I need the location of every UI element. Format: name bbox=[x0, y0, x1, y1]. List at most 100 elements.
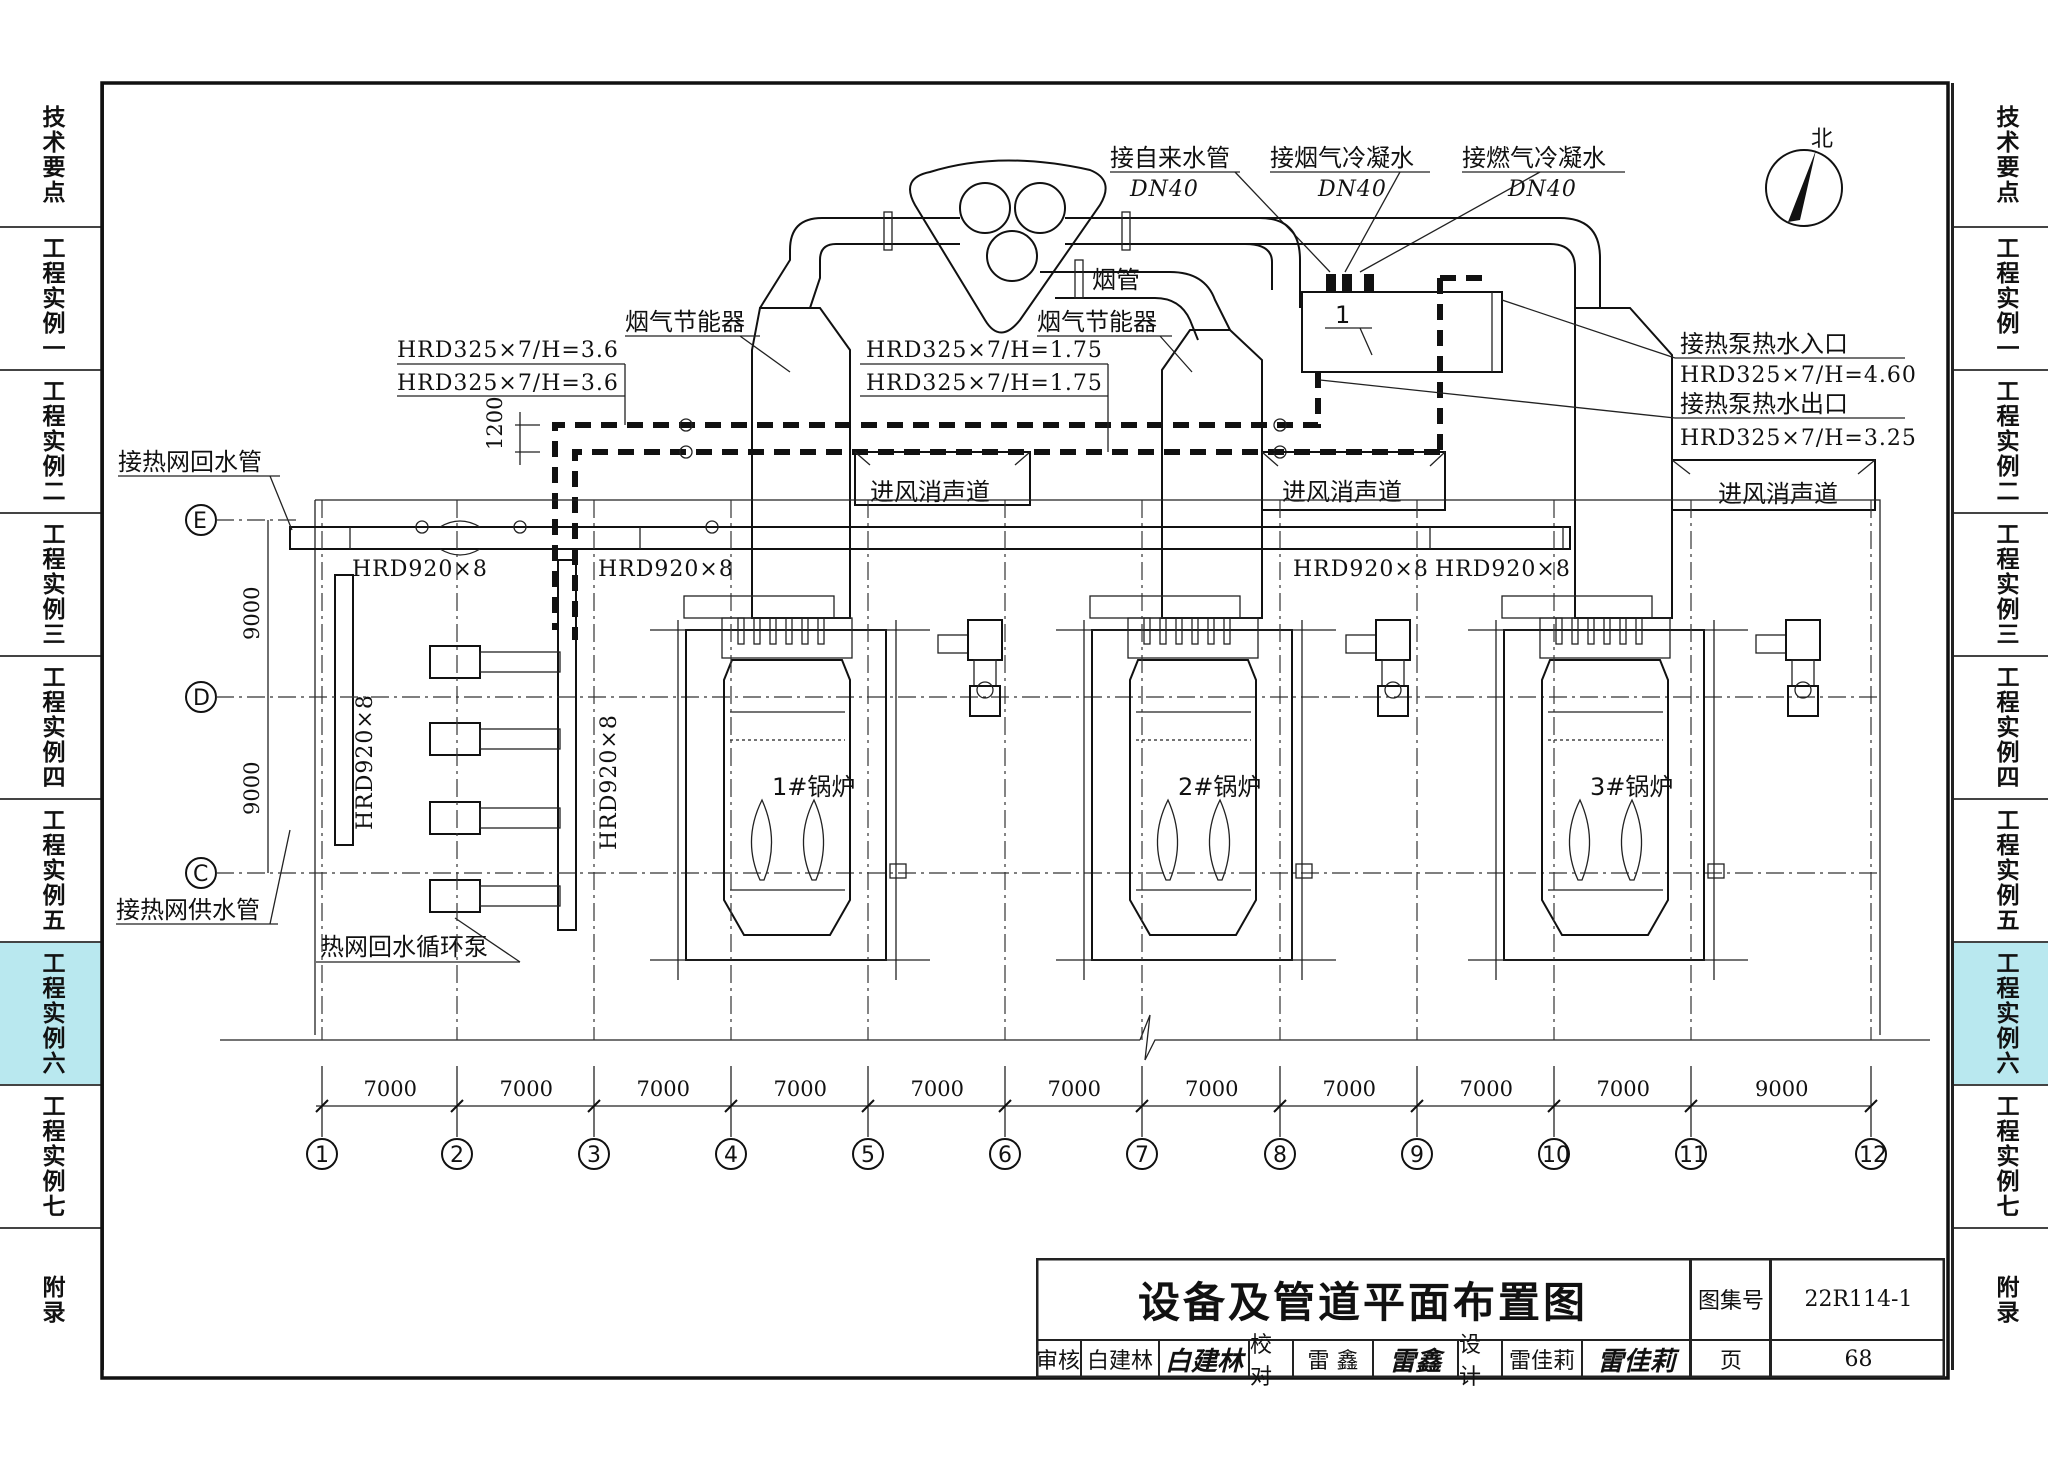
tab-label: 附录 bbox=[38, 1274, 64, 1325]
reviewer-name: 白建林 bbox=[1080, 1340, 1158, 1378]
boiler-label-3: 3#锅炉 bbox=[1590, 773, 1673, 801]
tab-left-7[interactable]: 工程实例六 bbox=[0, 941, 101, 1084]
label-pumps: 热网回水循环泵 bbox=[320, 933, 488, 961]
tab-label: 工程实例四 bbox=[1992, 665, 2018, 790]
dim-col-3: 7000 bbox=[637, 1077, 690, 1101]
page-number: 68 bbox=[1770, 1340, 1945, 1378]
label-water-pipe: 接自来水管 bbox=[1110, 144, 1230, 172]
boiler-1: 1#锅炉 bbox=[650, 595, 930, 980]
tab-label: 技术要点 bbox=[38, 104, 64, 205]
label-supply-main: 接热网供水管 bbox=[116, 896, 260, 924]
axis-row-E: E bbox=[193, 509, 207, 534]
axis-row-C: C bbox=[193, 862, 208, 887]
tab-right-5[interactable]: 工程实例四 bbox=[1954, 655, 2048, 798]
label-flue-condensate: 接烟气冷凝水 bbox=[1270, 144, 1414, 172]
spec-main-3: HRD920×8 bbox=[1293, 557, 1429, 582]
review-label: 审核 bbox=[1036, 1349, 1081, 1374]
design-label: 设计 bbox=[1457, 1333, 1501, 1390]
label-intake-2: 进风消声道 bbox=[1282, 478, 1402, 506]
spec-main-2: HRD920×8 bbox=[598, 557, 734, 582]
label-hp-outlet: 接热泵热水出口 bbox=[1680, 390, 1848, 418]
dim-col-10: 7000 bbox=[1597, 1077, 1650, 1101]
tab-right-6[interactable]: 工程实例五 bbox=[1954, 798, 2048, 941]
tab-left-8[interactable]: 工程实例七 bbox=[0, 1084, 101, 1227]
dim-col-11: 9000 bbox=[1755, 1077, 1808, 1101]
designer-name: 雷佳莉 bbox=[1501, 1340, 1581, 1378]
tab-right-7[interactable]: 工程实例六 bbox=[1954, 941, 2048, 1084]
circulation-pumps bbox=[429, 645, 561, 913]
title-block: 设备及管道平面布置图 图集号 22R114-1 审核 白建林 白建林 校对 雷 … bbox=[1036, 1258, 1945, 1390]
tab-label: 技术要点 bbox=[1992, 104, 2018, 205]
dim-col-8: 7000 bbox=[1323, 1077, 1376, 1101]
boiler-2: 2#锅炉 bbox=[1056, 595, 1336, 980]
checker-name: 雷 鑫 bbox=[1292, 1340, 1372, 1378]
chapter-tabs-left: 技术要点工程实例一工程实例二工程实例三工程实例四工程实例五工程实例六工程实例七附… bbox=[0, 83, 104, 1370]
boilers: 1#锅炉 2#锅炉 3#锅炉 bbox=[650, 595, 1748, 980]
page-label: 页 bbox=[1690, 1340, 1770, 1378]
boiler-label-2: 2#锅炉 bbox=[1178, 773, 1261, 801]
tab-label: 附录 bbox=[1992, 1274, 2018, 1325]
tab-left-6[interactable]: 工程实例五 bbox=[0, 798, 101, 941]
tab-label: 工程实例六 bbox=[38, 951, 64, 1076]
tab-right-2[interactable]: 工程实例一 bbox=[1954, 226, 2048, 369]
tab-left-5[interactable]: 工程实例四 bbox=[0, 655, 101, 798]
dim-col-7: 7000 bbox=[1185, 1077, 1238, 1101]
label-flue-condensate-dn: DN40 bbox=[1317, 177, 1387, 202]
atlas-label: 图集号 bbox=[1690, 1258, 1770, 1340]
axis-col-1: 1 bbox=[315, 1143, 329, 1168]
spec-left-1: HRD325×7/H=3.6 bbox=[397, 338, 619, 363]
spec-main-1: HRD920×8 bbox=[352, 557, 488, 582]
dim-1200: 1200 bbox=[483, 397, 507, 450]
tab-left-9[interactable]: 附录 bbox=[0, 1227, 101, 1370]
tab-right-3[interactable]: 工程实例二 bbox=[1954, 369, 2048, 512]
spec-vert-left: HRD920×8 bbox=[353, 694, 378, 830]
vertical-header-left bbox=[334, 574, 354, 846]
tab-left-2[interactable]: 工程实例一 bbox=[0, 226, 101, 369]
label-economizer-1: 烟气节能器 bbox=[625, 308, 745, 336]
burner-fans bbox=[937, 619, 1821, 717]
dim-col-4: 7000 bbox=[774, 1077, 827, 1101]
tab-right-1[interactable]: 技术要点 bbox=[1954, 83, 2048, 226]
spec-main-4: HRD920×8 bbox=[1435, 557, 1571, 582]
dim-row-2: 9000 bbox=[240, 762, 264, 815]
dim-col-6: 7000 bbox=[1048, 1077, 1101, 1101]
axis-col-11: 11 bbox=[1679, 1143, 1707, 1168]
drawing-frame bbox=[100, 81, 1950, 1380]
intake-silencer-2: 进风消声道 bbox=[1261, 451, 1446, 511]
chapter-tabs-right: 技术要点工程实例一工程实例二工程实例三工程实例四工程实例五工程实例六工程实例七附… bbox=[1951, 83, 2048, 1370]
tab-right-4[interactable]: 工程实例三 bbox=[1954, 512, 2048, 655]
tab-label: 工程实例一 bbox=[38, 236, 64, 361]
economizer-3 bbox=[1574, 307, 1673, 619]
tab-right-9[interactable]: 附录 bbox=[1954, 1227, 2048, 1370]
label-economizer-2: 烟气节能器 bbox=[1037, 308, 1157, 336]
tab-right-8[interactable]: 工程实例七 bbox=[1954, 1084, 2048, 1227]
economizer-2 bbox=[1161, 329, 1263, 619]
tab-label: 工程实例一 bbox=[1992, 236, 2018, 361]
flue-collector bbox=[909, 159, 1107, 334]
axis-col-10: 10 bbox=[1542, 1143, 1570, 1168]
north-arrow-icon: 北 bbox=[1765, 127, 1843, 227]
main-header-pipe bbox=[289, 520, 1571, 556]
tab-label: 工程实例二 bbox=[1992, 379, 2018, 504]
flue-ducts bbox=[759, 211, 1601, 341]
atlas-number: 22R114-1 bbox=[1770, 1258, 1945, 1340]
tab-left-1[interactable]: 技术要点 bbox=[0, 83, 101, 226]
tank-number: 1 bbox=[1335, 301, 1350, 329]
north-label: 北 bbox=[1811, 127, 1833, 152]
burner-fan-2 bbox=[1345, 619, 1411, 717]
tab-left-4[interactable]: 工程实例三 bbox=[0, 512, 101, 655]
axis-col-2: 2 bbox=[450, 1143, 464, 1168]
dim-col-9: 7000 bbox=[1460, 1077, 1513, 1101]
label-hp-inlet: 接热泵热水入口 bbox=[1680, 330, 1848, 358]
label-return-main: 接热网回水管 bbox=[118, 448, 262, 476]
axis-col-3: 3 bbox=[587, 1143, 601, 1168]
axis-col-7: 7 bbox=[1135, 1143, 1149, 1168]
axis-col-4: 4 bbox=[724, 1143, 738, 1168]
tab-left-3[interactable]: 工程实例二 bbox=[0, 369, 101, 512]
row-axes: E D C 9000 9000 bbox=[185, 504, 1880, 889]
axis-row-D: D bbox=[193, 686, 210, 711]
spec-vert-right: HRD920×8 bbox=[597, 714, 622, 850]
axis-col-5: 5 bbox=[861, 1143, 875, 1168]
burner-fan-1 bbox=[937, 619, 1003, 717]
spec-mid-2: HRD325×7/H=1.75 bbox=[866, 371, 1103, 396]
